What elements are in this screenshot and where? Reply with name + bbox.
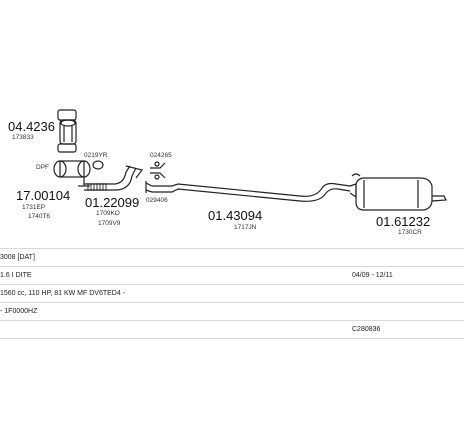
exhaust-diagram: 04.4236 173833 DPF 17.00104 1731EP 1740T… [8,109,447,236]
clamp-icon [150,161,166,180]
part-ref: 0219YR [84,152,108,159]
centre-pipe-icon [145,181,351,202]
part-ref: 1730CR [398,229,422,236]
table-row: - 1F0000HZ [0,303,464,321]
part-number: 17.00104 [16,188,71,203]
part-number: 01.61232 [376,214,431,229]
table-row: 1.6 I DITE 04/09 - 12/11 [0,267,464,285]
part-ref: 1731EP [22,204,46,211]
table-cell: 04/09 - 12/11 [352,272,393,279]
part-ref: 1717JN [234,224,257,231]
table-cell: - 1F0000HZ [0,308,38,315]
vehicle-info-table: 3008 [DAT] 1.6 I DITE 04/09 - 12/11 1560… [0,248,464,339]
part-ref: 024265 [150,152,172,159]
part-number: 04.4236 [8,119,55,134]
part-ref: 173833 [12,134,34,141]
table-row: C280836 [0,321,464,339]
part-ref: 1709KO [96,210,120,217]
exhaust-parts-drawing [53,109,447,211]
front-pipe-icon [84,165,144,191]
table-cell: 1560 cc, 110 HP, 81 KW MF DV6TED4 - [0,290,126,297]
part-ref: 1709V9 [98,220,121,227]
part-number: 01.22099 [85,195,140,210]
table-row: 1560 cc, 110 HP, 81 KW MF DV6TED4 - [0,285,464,303]
catalytic-converter-icon [57,109,77,153]
part-ref: 1740T6 [28,213,51,220]
table-cell: 1.6 I DITE [0,272,32,279]
rear-silencer-icon [349,173,447,211]
table-cell: C280836 [352,326,381,333]
particulate-filter-icon [53,160,91,187]
table-row: 3008 [DAT] [0,248,464,267]
table-cell: 3008 [DAT] [0,254,35,261]
part-number: 01.43094 [208,208,263,223]
part-ref: DPF [36,164,49,171]
gasket-icon [92,160,104,170]
part-ref: 029406 [146,197,168,204]
